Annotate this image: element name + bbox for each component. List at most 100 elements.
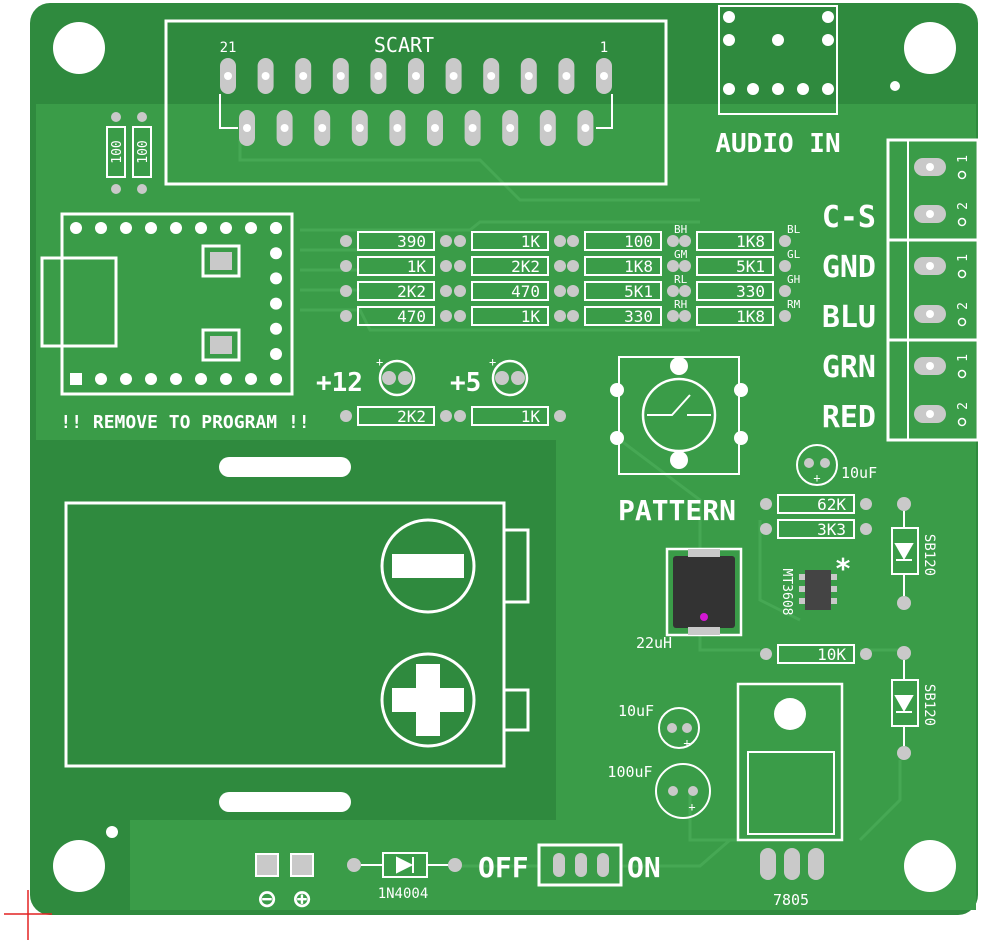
- terminal-label: C-S: [822, 200, 876, 235]
- inductor-22uh: 22uH: [636, 547, 743, 652]
- ic-pin: [799, 586, 805, 592]
- led-12-label: +12: [316, 368, 363, 398]
- regulator-hole: [774, 698, 806, 730]
- scart-pin-hole: [468, 124, 477, 132]
- switch-on-label: ON: [627, 851, 661, 884]
- scart-pin-hole: [431, 124, 439, 132]
- resistor-value: 1K: [521, 407, 541, 426]
- terminal-pin-marker: [957, 317, 967, 327]
- signal-tag: RL: [674, 273, 688, 286]
- resistor-body: [584, 256, 662, 276]
- diode-symbol: [894, 695, 914, 713]
- pattern-label: PATTERN: [618, 494, 736, 527]
- battery-plus-sign-v: [416, 664, 440, 736]
- resistor-pad: [440, 410, 452, 422]
- cap-100uf: 100uF +: [607, 763, 711, 819]
- signal-tag: BH: [674, 223, 687, 236]
- led-5-pad: [495, 371, 509, 385]
- resistor-value: 1K: [407, 257, 427, 276]
- scart-pin-hole: [299, 72, 308, 80]
- mcu-pin: [270, 322, 282, 335]
- resistor-pad: [554, 410, 566, 422]
- battery-tab-top: [502, 528, 530, 604]
- diode-1n4004-label: 1N4004: [378, 886, 429, 902]
- scart-pin-hole: [449, 72, 458, 80]
- resistor-value: 330: [736, 282, 765, 301]
- resistor-body: [471, 306, 549, 326]
- audio-pin: [723, 83, 735, 95]
- power-pad-minus: [255, 853, 279, 877]
- cap-100uf-ring: [655, 763, 711, 819]
- terminal-pad-hole: [926, 163, 934, 171]
- pattern-pad: [670, 357, 688, 375]
- fiducial-bottom: [106, 826, 118, 838]
- resistor-pad: [760, 523, 772, 535]
- resistor-value: 2K2: [397, 282, 426, 301]
- led-12-plus: +: [376, 355, 383, 369]
- signal-tag: GM: [674, 248, 688, 261]
- pattern-pad: [670, 451, 688, 469]
- ic-label: MT3608: [779, 569, 794, 616]
- resistor-value: 2K2: [511, 257, 540, 276]
- scart-pin-hole: [318, 124, 327, 132]
- resistor-value: 1K8: [736, 307, 765, 326]
- mcu-pin: [270, 222, 282, 234]
- signal-tag: RH: [674, 298, 687, 311]
- resistor-pad: [679, 310, 691, 322]
- audio-label: AUDIO IN: [715, 129, 840, 159]
- cap-pad: [804, 458, 814, 468]
- resistor-pad: [779, 260, 791, 272]
- resistor-pad: [554, 260, 566, 272]
- resistor-pad: [667, 285, 679, 297]
- scart-pin-1-label: 1: [600, 40, 608, 56]
- led-5-plus: +: [489, 355, 496, 369]
- mcu-pin: [245, 373, 257, 385]
- audio-pin: [822, 83, 834, 95]
- signal-tag: BL: [787, 223, 801, 236]
- power-input: ⊖ ⊕: [255, 853, 314, 915]
- scart-pin-hole: [280, 124, 289, 132]
- audio-pin: [822, 11, 834, 23]
- mcu-pin: [120, 373, 132, 385]
- resistor-value: 470: [397, 307, 426, 326]
- audio-pin: [797, 83, 809, 95]
- regulator-pin: [760, 848, 776, 880]
- resistor-pad: [779, 235, 791, 247]
- resistor-pad: [440, 285, 452, 297]
- battery-minus-terminal: [380, 518, 476, 614]
- cap-10uf-plus: +: [683, 736, 690, 750]
- mcu-pins: [70, 222, 282, 386]
- resistor-body: [471, 231, 549, 251]
- resistor-body: [357, 256, 435, 276]
- resistor-value: 5K1: [736, 257, 765, 276]
- resistor-body: [357, 306, 435, 326]
- mcu-pin: [270, 297, 282, 310]
- battery-tab-bottom: [502, 688, 530, 732]
- cap-100uf-label: 100uF: [607, 763, 652, 781]
- resistor-pad: [667, 310, 679, 322]
- cap-100uf-plus: +: [688, 800, 695, 814]
- switch-off-label: OFF: [478, 851, 529, 884]
- terminal-label: GND: [822, 250, 876, 285]
- ic-body: [805, 570, 831, 610]
- inductor-pad-bottom: [688, 627, 720, 635]
- scart-pin-hole: [600, 72, 608, 80]
- resistor-pad: [137, 184, 147, 194]
- diode-pad: [897, 746, 911, 760]
- ic-pin: [831, 598, 837, 604]
- inductor-label: 22uH: [636, 634, 672, 652]
- inductor-pad-top: [688, 549, 720, 557]
- mcu-pin: [120, 222, 132, 234]
- resistor-pad: [860, 498, 872, 510]
- resistor-body: [696, 256, 774, 276]
- mcu-pin-1: [70, 373, 82, 385]
- diode-sb120-label: SB120: [921, 684, 937, 726]
- scart-pin-hole: [487, 72, 496, 80]
- resistor-body: [584, 306, 662, 326]
- terminal-label: BLU: [822, 300, 876, 335]
- cap-10uf-ring: [658, 707, 700, 749]
- battery-area: [40, 440, 556, 820]
